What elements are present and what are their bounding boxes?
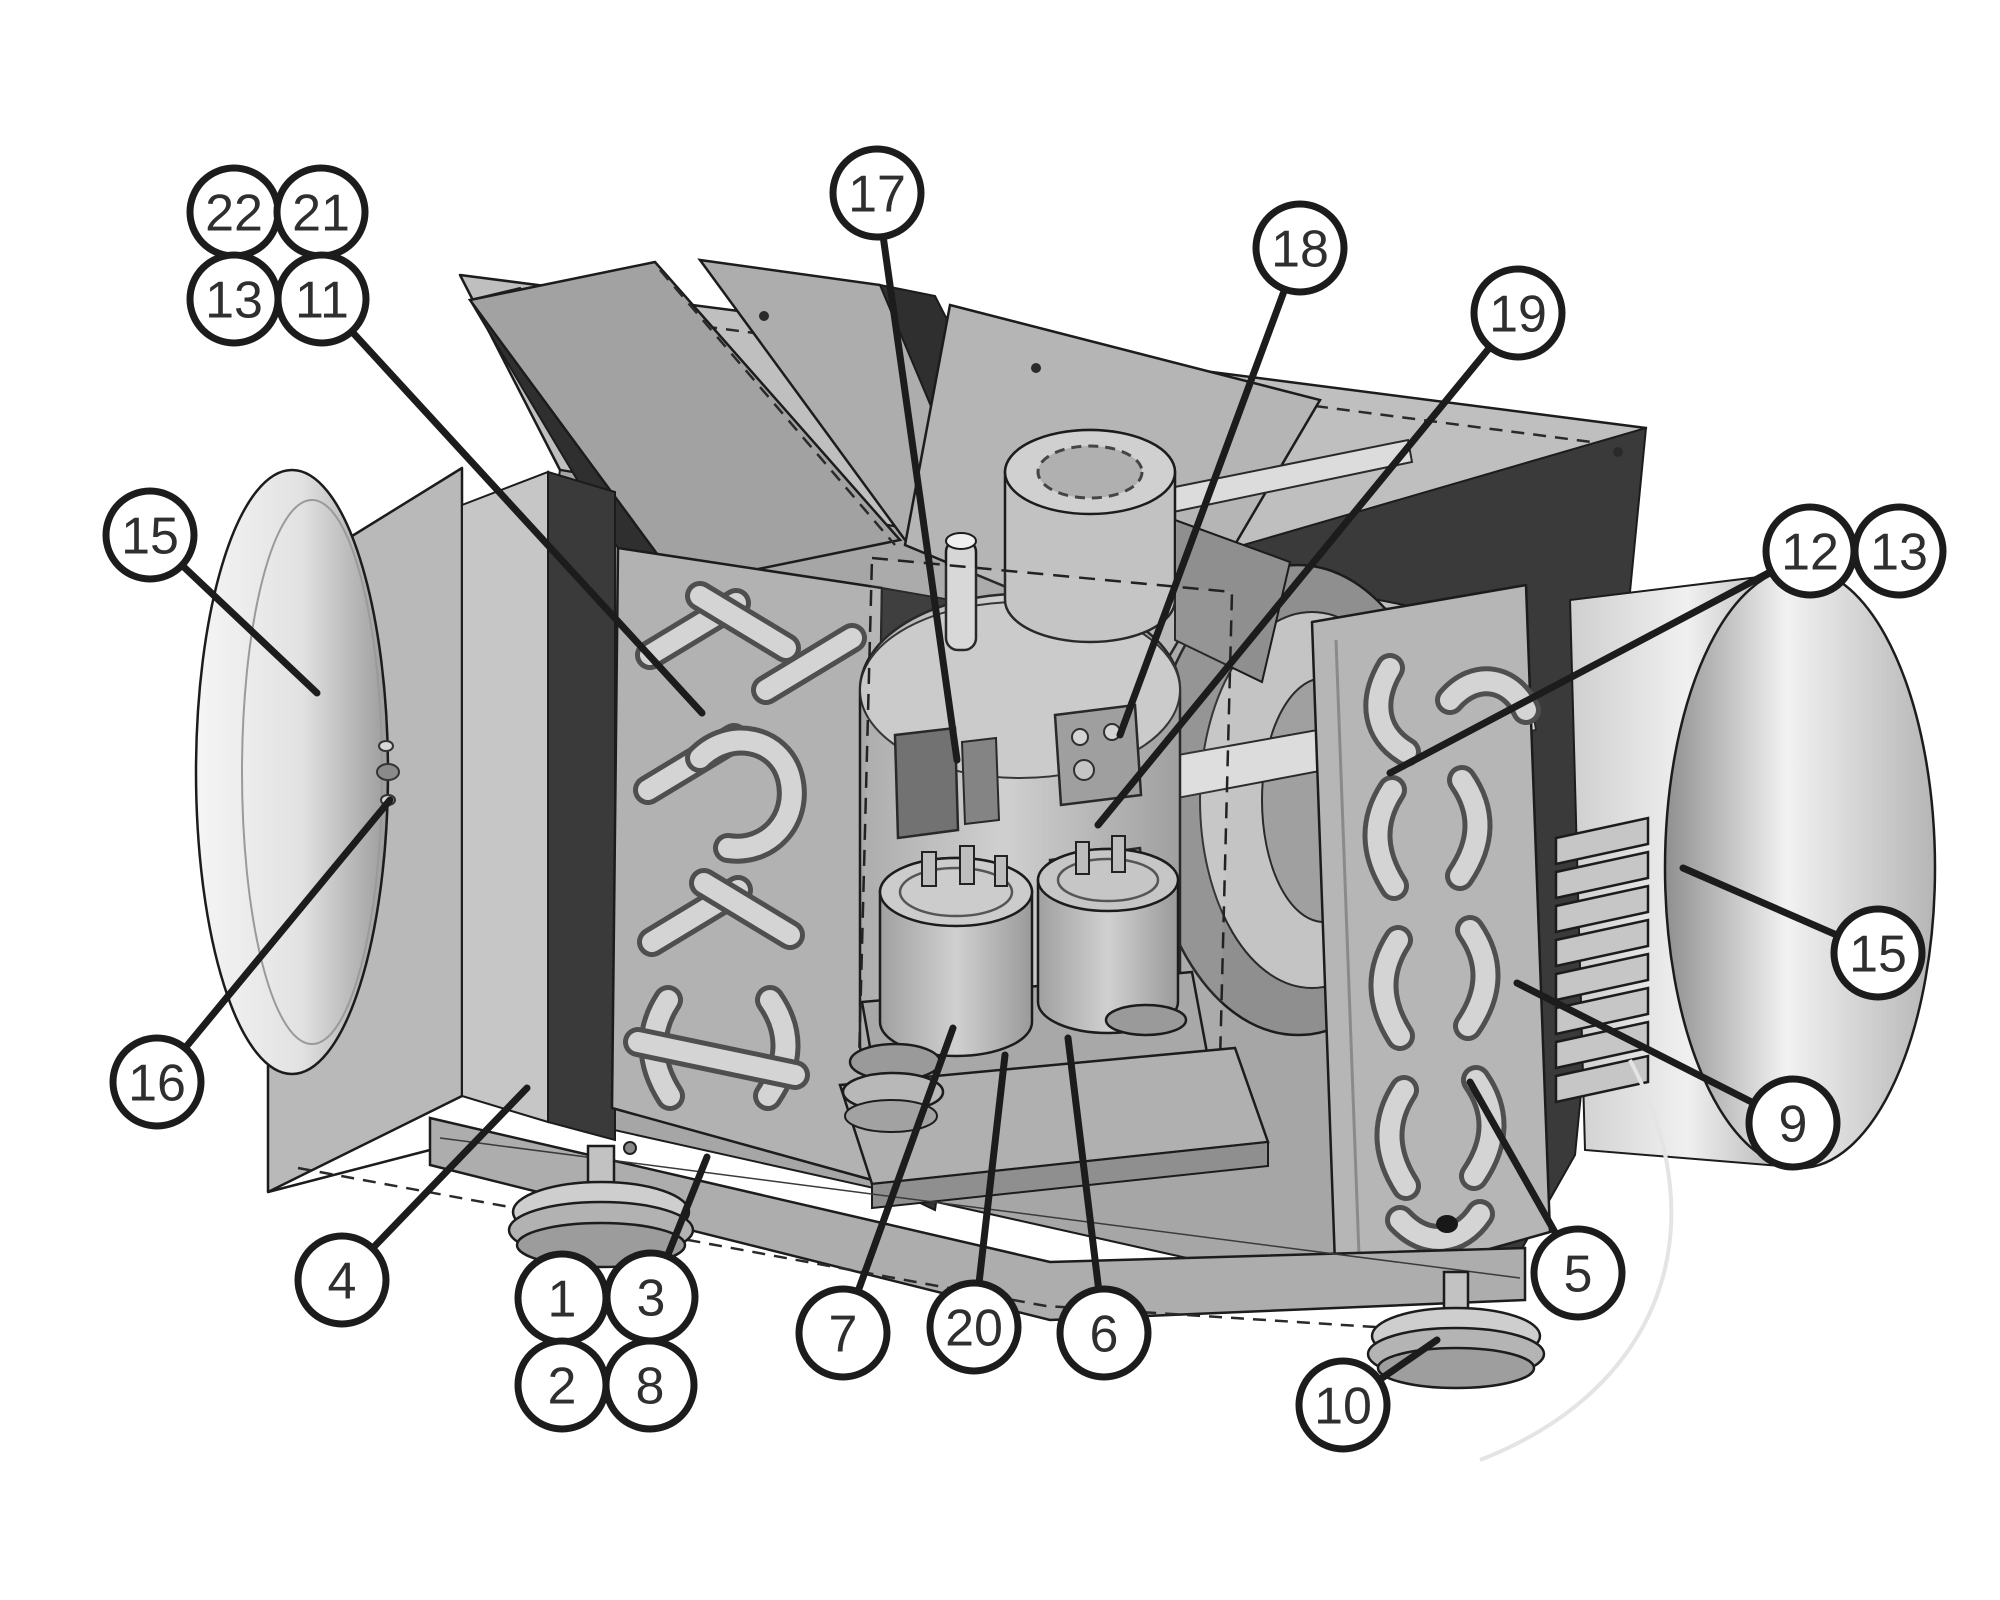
callout-circle: [795, 1285, 891, 1381]
callout-10: 10: [1295, 1357, 1391, 1453]
capacitors: [838, 835, 1270, 1210]
callout-number: 15: [121, 508, 179, 566]
callout-number: 2: [548, 1358, 577, 1416]
callout-number: 10: [1314, 1378, 1372, 1436]
relay-block: [893, 726, 1001, 840]
callout-number: 1: [548, 1271, 577, 1329]
callout-circle: [274, 251, 370, 347]
capacitor: [878, 845, 1034, 1058]
callout-number: 15: [1849, 926, 1907, 984]
blower-volute: [1003, 428, 1292, 684]
callout-18: 18: [1252, 200, 1348, 296]
callout-circle: [1851, 503, 1947, 599]
unit-illustration: [194, 258, 1937, 1462]
outlet-coil: [1310, 583, 1552, 1294]
callout-17: 17: [829, 145, 925, 241]
panel-hole: [378, 740, 394, 752]
callout-number: 4: [328, 1253, 357, 1311]
callout-number: 8: [636, 1358, 665, 1416]
callout-9: 9: [1745, 1075, 1841, 1171]
base-skirt: [428, 1116, 1527, 1322]
callout-7: 7: [795, 1285, 891, 1381]
callout-2: 2: [514, 1337, 610, 1433]
callout-13: 13: [1851, 503, 1947, 599]
callout-6: 6: [1056, 1285, 1152, 1381]
callout-1: 1: [514, 1250, 610, 1346]
callout-number: 19: [1489, 286, 1547, 344]
suction-pipe: [944, 532, 978, 652]
leader-line-6: [1064, 1034, 1108, 1337]
callout-8: 8: [602, 1337, 698, 1433]
paper-crease: [1479, 1059, 1674, 1462]
left-duct-collar: [194, 468, 390, 1076]
callout-16: 16: [109, 1034, 205, 1130]
leader-line-7: [839, 1024, 957, 1337]
callout-22: 22: [186, 164, 282, 260]
callout-number: 6: [1090, 1306, 1119, 1364]
callout-number: 3: [637, 1270, 666, 1328]
callout-number: 22: [205, 185, 263, 243]
capacitor: [1036, 835, 1180, 1035]
callout-4: 4: [294, 1232, 390, 1328]
callout-circle: [294, 1232, 390, 1328]
callout-circle: [1252, 200, 1348, 296]
callout-number: 18: [1271, 221, 1329, 279]
callout-circle: [1295, 1357, 1391, 1453]
callout-number: 13: [205, 272, 263, 330]
leader-line-17: [873, 189, 961, 764]
callout-circle: [926, 1279, 1022, 1375]
callout-circle: [1830, 905, 1926, 1001]
callout-19: 19: [1470, 265, 1566, 361]
leader-line-11: [318, 295, 706, 717]
screw: [759, 311, 769, 321]
callout-number: 13: [1870, 524, 1928, 582]
callout-5: 5: [1530, 1225, 1626, 1321]
callout-20: 20: [926, 1279, 1022, 1375]
callout-number: 16: [128, 1055, 186, 1113]
base-screw: [623, 1141, 637, 1155]
callout-circle: [102, 487, 198, 583]
callout-15: 15: [1830, 905, 1926, 1001]
callout-circle: [1056, 1285, 1152, 1381]
callout-13: 13: [186, 251, 282, 347]
callout-12: 12: [1762, 503, 1858, 599]
callout-circle: [1470, 265, 1566, 361]
screw: [1613, 447, 1623, 457]
callout-number: 9: [1779, 1096, 1808, 1154]
callout-number: 5: [1564, 1246, 1593, 1304]
callout-number: 7: [829, 1306, 858, 1364]
callout-15: 15: [102, 487, 198, 583]
callout-number: 20: [945, 1300, 1003, 1358]
callout-circle: [1745, 1075, 1841, 1171]
vibration-mount: [1104, 1003, 1188, 1037]
panel-hole: [376, 763, 400, 781]
callout-number: 21: [292, 185, 350, 243]
callout-3: 3: [603, 1249, 699, 1345]
callout-21: 21: [273, 164, 369, 260]
leader-line-16: [153, 796, 394, 1086]
callout-circle: [109, 1034, 205, 1130]
leader-line-19: [1094, 309, 1522, 829]
leader-line-12: [1386, 547, 1814, 777]
vibration-mount: [841, 1042, 945, 1133]
screw: [1031, 363, 1041, 373]
left-end-assembly: [194, 466, 616, 1194]
callout-11: 11: [274, 251, 370, 347]
left-divider-panel: [461, 470, 549, 1124]
leader-line-18: [1116, 244, 1304, 739]
coil-tube-bends: [623, 596, 852, 1096]
callout-number: 12: [1781, 524, 1839, 582]
callout-number: 11: [295, 272, 349, 330]
callout-circle: [829, 145, 925, 241]
leader-line-9: [1513, 979, 1797, 1127]
leveling-foot: [507, 1144, 695, 1269]
grommet: [1436, 1215, 1458, 1233]
callout-circle: [602, 1337, 698, 1433]
callout-circle: [1530, 1225, 1626, 1321]
callout-number: 17: [848, 166, 906, 224]
